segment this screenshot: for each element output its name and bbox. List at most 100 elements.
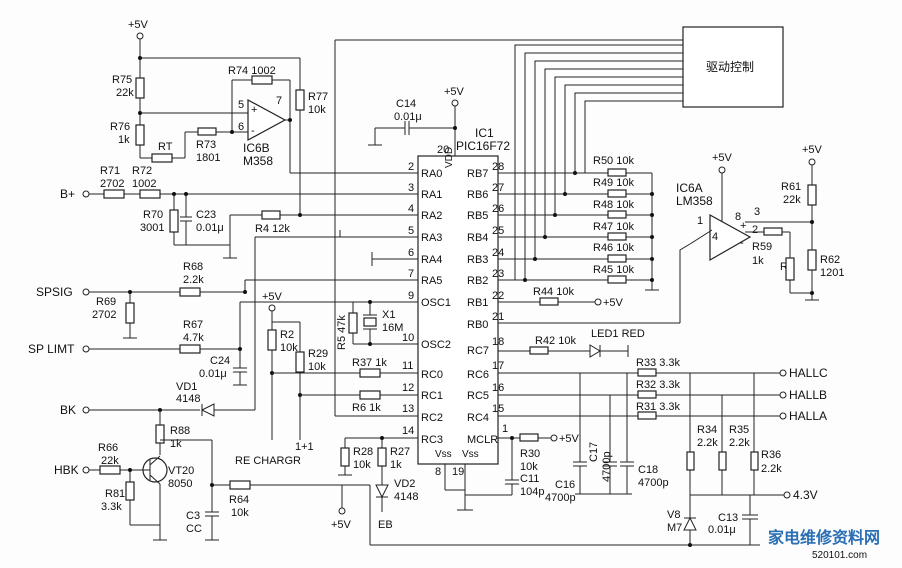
svg-text:4700p: 4700p bbox=[601, 451, 613, 482]
svg-text:7: 7 bbox=[276, 95, 282, 107]
svg-text:7: 7 bbox=[408, 268, 414, 280]
svg-text:22k: 22k bbox=[101, 455, 119, 467]
svg-text:C16: C16 bbox=[555, 479, 575, 491]
svg-text:R70: R70 bbox=[143, 209, 163, 221]
svg-text:C14: C14 bbox=[396, 98, 416, 110]
svg-text:+5V: +5V bbox=[603, 297, 624, 309]
svg-text:C24: C24 bbox=[210, 355, 230, 367]
svg-text:1801: 1801 bbox=[196, 152, 220, 164]
r5 bbox=[348, 312, 358, 334]
r76 bbox=[135, 124, 145, 146]
svg-text:RC7: RC7 bbox=[467, 345, 489, 357]
svg-text:RC1: RC1 bbox=[421, 390, 443, 402]
led1-icon bbox=[589, 344, 601, 358]
v43-label: 4.3V bbox=[793, 488, 818, 502]
svg-text:R50 10k: R50 10k bbox=[593, 155, 634, 167]
svg-text:12: 12 bbox=[402, 382, 414, 394]
bplus-label: B+ bbox=[60, 187, 75, 201]
r66 bbox=[99, 465, 121, 475]
svg-text:22k: 22k bbox=[116, 87, 134, 99]
svg-text:4.7k: 4.7k bbox=[183, 332, 204, 344]
svg-text:C17: C17 bbox=[588, 442, 600, 462]
svg-text:M358: M358 bbox=[243, 154, 273, 168]
svg-text:0.01μ: 0.01μ bbox=[394, 111, 422, 123]
ic1-mclr: MCLR bbox=[467, 434, 498, 446]
svg-text:22k: 22k bbox=[783, 194, 801, 206]
ic1-pin20: 20 bbox=[437, 144, 449, 156]
svg-text:10k: 10k bbox=[353, 459, 371, 471]
svg-text:RA5: RA5 bbox=[421, 275, 442, 287]
rb-pullup-resistors: R50 10k R49 10k R48 10k R47 10k R46 10k … bbox=[593, 155, 634, 284]
r74 bbox=[251, 75, 273, 85]
r59 bbox=[763, 227, 783, 236]
svg-text:R76: R76 bbox=[110, 121, 130, 133]
svg-text:R30: R30 bbox=[520, 448, 540, 460]
svg-text:CC: CC bbox=[186, 523, 202, 535]
r33 bbox=[637, 368, 657, 377]
svg-text:2: 2 bbox=[752, 224, 758, 236]
bk-label: BK bbox=[60, 403, 76, 417]
svg-text:R45 10k: R45 10k bbox=[593, 264, 634, 276]
svg-text:1: 1 bbox=[697, 215, 703, 227]
svg-text:C13: C13 bbox=[718, 512, 738, 524]
svg-text:15: 15 bbox=[492, 403, 504, 415]
svg-text:+5V: +5V bbox=[559, 433, 580, 445]
svg-text:R66: R66 bbox=[98, 442, 118, 454]
svg-text:RB4: RB4 bbox=[467, 232, 488, 244]
svg-text:RB5: RB5 bbox=[467, 210, 488, 222]
svg-text:2702: 2702 bbox=[100, 178, 124, 190]
svg-text:VT20: VT20 bbox=[168, 465, 194, 477]
ic1-vcc: +5V bbox=[444, 86, 465, 98]
svg-text:22: 22 bbox=[492, 290, 504, 302]
watermark: 家电维修资料网 520101.com bbox=[768, 528, 880, 561]
svg-text:R81: R81 bbox=[105, 488, 125, 500]
svg-text:R27: R27 bbox=[390, 446, 410, 458]
svg-text:R36: R36 bbox=[761, 449, 781, 461]
svg-text:2.2k: 2.2k bbox=[729, 437, 750, 449]
svg-text:27: 27 bbox=[492, 182, 504, 194]
svg-text:+5V: +5V bbox=[128, 19, 149, 31]
r44 bbox=[539, 297, 559, 306]
svg-text:LED1 RED: LED1 RED bbox=[591, 328, 645, 340]
svg-text:4: 4 bbox=[712, 231, 718, 243]
svg-text:R35: R35 bbox=[729, 424, 749, 436]
svg-text:R71: R71 bbox=[100, 165, 120, 177]
svg-text:16: 16 bbox=[492, 382, 504, 394]
svg-text:2702: 2702 bbox=[92, 309, 116, 321]
r75 bbox=[135, 77, 145, 99]
splimt-label: SP LIMT bbox=[28, 342, 75, 356]
svg-text:14: 14 bbox=[402, 425, 414, 437]
recharge-label: RE CHARGR bbox=[235, 455, 301, 467]
svg-text:1+1: 1+1 bbox=[295, 441, 314, 453]
r73 bbox=[197, 127, 217, 136]
svg-text:R49 10k: R49 10k bbox=[593, 177, 634, 189]
svg-text:-: - bbox=[740, 237, 744, 249]
ic1-pin19: 19 bbox=[452, 466, 464, 478]
r31 bbox=[637, 411, 657, 420]
svg-text:13: 13 bbox=[402, 403, 414, 415]
svg-text:520101.com: 520101.com bbox=[812, 550, 867, 561]
ic1-vss1: Vss bbox=[435, 449, 452, 460]
svg-text:2.2k: 2.2k bbox=[761, 463, 782, 475]
ic1-pin8: 8 bbox=[435, 466, 441, 478]
svg-text:VD2: VD2 bbox=[394, 478, 415, 490]
svg-text:R31 3.3k: R31 3.3k bbox=[636, 401, 681, 413]
r2 bbox=[267, 329, 277, 351]
svg-text:R46 10k: R46 10k bbox=[593, 242, 634, 254]
svg-text:R77: R77 bbox=[308, 91, 328, 103]
ic6b-opamp bbox=[247, 98, 287, 142]
ic1-vss2: Vss bbox=[462, 449, 479, 460]
spsig-label: SPSIG bbox=[36, 285, 73, 299]
svg-text:4700p: 4700p bbox=[545, 492, 576, 504]
r32 bbox=[637, 390, 657, 399]
svg-text:R33 3.3k: R33 3.3k bbox=[636, 357, 681, 369]
svg-text:6: 6 bbox=[408, 247, 414, 259]
ic1-body bbox=[417, 155, 499, 465]
svg-text:C3: C3 bbox=[186, 510, 200, 522]
svg-text:+: + bbox=[251, 104, 257, 116]
svg-text:2.2k: 2.2k bbox=[183, 274, 204, 286]
svg-text:LM358: LM358 bbox=[676, 194, 713, 208]
